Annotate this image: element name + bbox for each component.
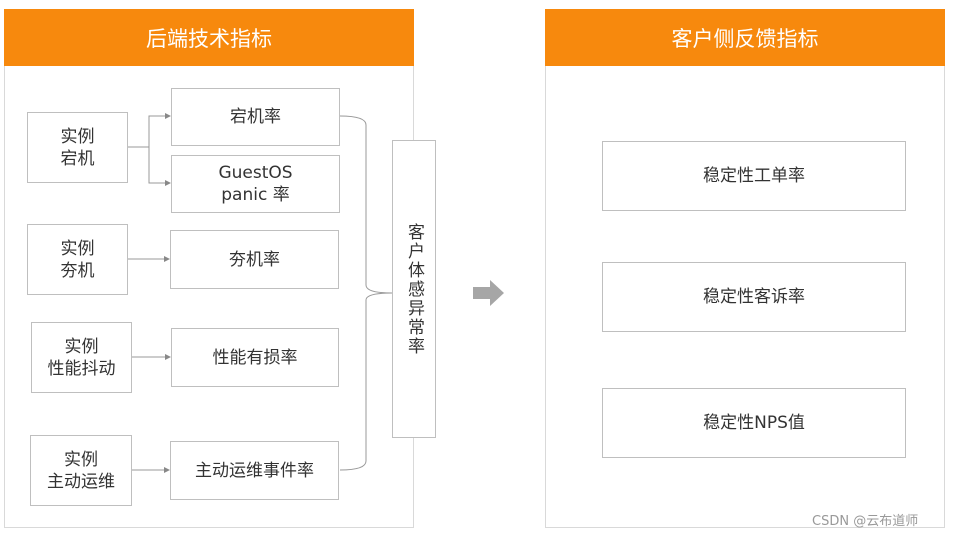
customer-anomaly-rate: 客户体感异常率 bbox=[392, 140, 436, 438]
label: 客户体感异常率 bbox=[404, 222, 424, 356]
label: 主动运维 bbox=[47, 471, 115, 492]
label: 宕机率 bbox=[230, 107, 281, 127]
stability-complaint-rate: 稳定性客诉率 bbox=[602, 262, 906, 332]
label: 夯机 bbox=[60, 260, 95, 281]
source-instance-hang: 实例夯机 bbox=[27, 224, 128, 295]
label: 实例 bbox=[64, 449, 98, 470]
metric-ops-event-rate: 主动运维事件率 bbox=[170, 441, 339, 500]
label: 宕机 bbox=[60, 148, 95, 169]
label: 稳定性NPS值 bbox=[703, 413, 805, 433]
label: 主动运维事件率 bbox=[195, 460, 314, 481]
label: 实例 bbox=[60, 238, 95, 259]
backend-metrics-header: 后端技术指标 bbox=[4, 9, 414, 66]
label: GuestOS bbox=[218, 163, 293, 183]
watermark: CSDN @云布道师 bbox=[812, 514, 919, 529]
label: 实例 bbox=[60, 126, 95, 147]
label: 夯机率 bbox=[229, 249, 280, 270]
label: 稳定性工单率 bbox=[703, 166, 805, 186]
label: 性能抖动 bbox=[47, 358, 116, 379]
source-instance-ops: 实例主动运维 bbox=[30, 435, 132, 506]
label: 性能有损率 bbox=[212, 347, 298, 368]
metric-down-rate: 宕机率 bbox=[171, 88, 340, 146]
source-instance-jitter: 实例性能抖动 bbox=[31, 322, 132, 393]
customer-feedback-header: 客户侧反馈指标 bbox=[545, 9, 945, 66]
source-instance-down: 实例宕机 bbox=[27, 112, 128, 183]
stability-ticket-rate: 稳定性工单率 bbox=[602, 141, 906, 211]
arrow-right-icon bbox=[473, 280, 504, 306]
metric-hang-rate: 夯机率 bbox=[170, 230, 339, 289]
label: 实例 bbox=[64, 336, 99, 357]
stability-nps-value: 稳定性NPS值 bbox=[602, 388, 906, 458]
metric-perf-loss-rate: 性能有损率 bbox=[171, 328, 339, 387]
label: panic 率 bbox=[221, 185, 290, 205]
label: 稳定性客诉率 bbox=[703, 287, 805, 307]
